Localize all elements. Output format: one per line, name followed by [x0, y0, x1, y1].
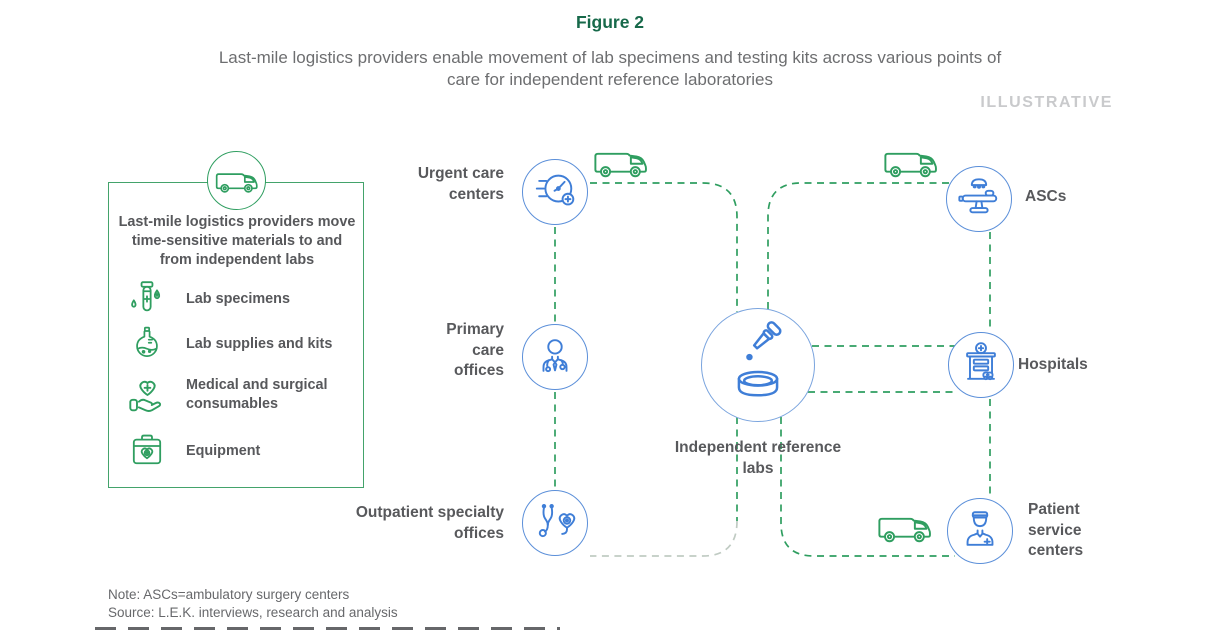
node-primary-care-circle — [522, 324, 588, 390]
legend-item: Medical and surgical consumables — [124, 368, 356, 422]
delivery-truck-icon — [592, 145, 650, 185]
connector-urgent-to-labs — [590, 182, 738, 312]
hospital-building-icon — [958, 340, 1004, 391]
note-text: Note: ASCs=ambulatory surgery centers — [108, 587, 350, 602]
legend-item-label: Lab supplies and kits — [186, 335, 333, 352]
legend-box — [108, 182, 364, 488]
label-ascs: ASCs — [1025, 188, 1067, 205]
connector-outpatient-to-labs-faded — [590, 520, 738, 557]
node-outpatient-circle — [522, 490, 588, 556]
node-hospitals-circle — [948, 332, 1014, 398]
delivery-truck-icon — [876, 510, 934, 550]
lab-flask-icon — [124, 324, 170, 364]
hand-heart-icon — [124, 374, 170, 416]
speed-clock-icon — [532, 167, 578, 218]
legend-item-label: Lab specimens — [186, 290, 290, 307]
operating-table-icon — [956, 174, 1002, 225]
legend-item: Lab specimens — [124, 276, 356, 322]
connector-labs-to-ascs — [767, 182, 950, 309]
source-text: Source: L.E.K. interviews, research and … — [108, 605, 398, 620]
figure-title-line2: care for independent reference laborator… — [446, 70, 774, 89]
doctor-icon — [532, 332, 578, 383]
stethoscope-heart-icon — [532, 498, 578, 549]
label-outpatient: Outpatient specialty offices — [355, 504, 504, 542]
test-tube-icon — [124, 278, 170, 320]
label-hospitals: Hospitals — [1018, 356, 1088, 373]
figure-label: Figure 2 — [575, 12, 645, 32]
figure-title-line1: Last-mile logistics providers enable mov… — [218, 48, 1002, 67]
label-urgent-care: Urgent care centers — [417, 165, 504, 203]
illustrative-tag: ILLUSTRATIVE — [980, 94, 1113, 111]
legend-item-label: Equipment — [186, 442, 261, 459]
delivery-truck-icon — [207, 151, 266, 210]
node-urgent-care-circle — [522, 159, 588, 225]
label-primary-care: Primary care offices — [446, 321, 504, 379]
node-patient-service-circle — [947, 498, 1013, 564]
medical-kit-icon — [124, 431, 170, 471]
legend-title: Last-mile logistics providers move time-… — [118, 214, 356, 268]
legend-item-label: Medical and surgical consumables — [186, 377, 328, 412]
label-independent-labs: Independent reference labs — [674, 439, 842, 477]
node-independent-labs-circle — [701, 308, 815, 422]
legend-item: Equipment — [124, 428, 356, 474]
cutoff-text-artifact — [95, 627, 560, 630]
dropper-petri-dish-icon — [708, 313, 808, 418]
node-ascs-circle — [946, 166, 1012, 232]
nurse-icon — [957, 506, 1003, 557]
connector-labs-to-patient — [780, 417, 955, 557]
label-patient-service: Patient service centers — [1028, 501, 1084, 559]
legend-item: Lab supplies and kits — [124, 321, 356, 367]
delivery-truck-icon — [882, 145, 940, 185]
